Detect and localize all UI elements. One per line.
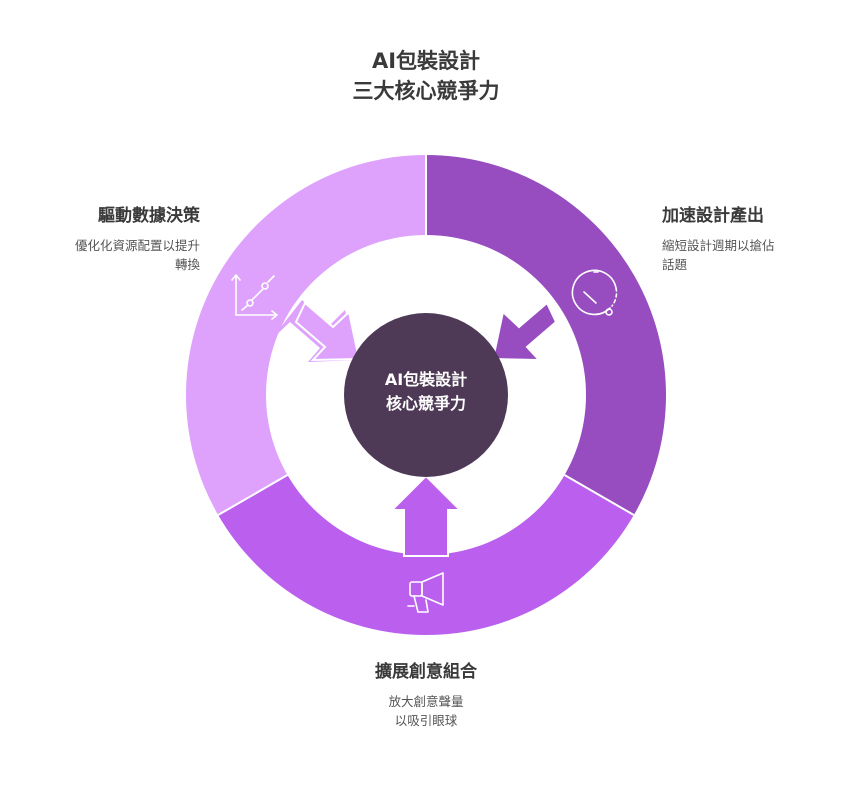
label-left: 驅動數據決策 優化化資源配置以提升 轉換 [20, 204, 200, 274]
center-line-2: 核心競爭力 [385, 394, 466, 413]
title-line-2: 三大核心競爭力 [352, 79, 500, 103]
segment-right-desc-line1: 縮短設計週期以搶佔 [662, 238, 775, 253]
segment-left [185, 155, 426, 515]
segment-right-desc-line2: 話題 [662, 257, 688, 272]
segment-left-desc-line1: 優化化資源配置以提升 [74, 238, 200, 253]
segment-bottom-desc: 放大創意聲量 以吸引眼球 [326, 692, 526, 730]
segment-right-desc: 縮短設計週期以搶佔 話題 [662, 236, 842, 274]
segment-right-title: 加速設計產出 [662, 206, 764, 226]
center-circle [344, 313, 508, 477]
segment-bottom-desc-line2: 以吸引眼球 [394, 713, 458, 728]
center-label: AI包裝設計 核心競爭力 [346, 368, 506, 416]
arrow-right [491, 301, 558, 362]
center-line-1: AI包裝設計 [384, 370, 468, 389]
title-line-1: AI包裝設計 [371, 49, 481, 73]
segment-left-desc-line2: 轉換 [174, 257, 200, 272]
clock-icon [571, 269, 618, 316]
segment-right [426, 155, 667, 515]
segment-left-desc: 優化化資源配置以提升 轉換 [20, 236, 200, 274]
chart-icon [231, 274, 278, 320]
label-right: 加速設計產出 縮短設計週期以搶佔 話題 [662, 204, 842, 274]
diagram-title: AI包裝設計 三大核心競爭力 [0, 46, 852, 106]
segment-bottom-title: 擴展創意組合 [375, 662, 477, 682]
segment-left-title: 驅動數據決策 [98, 206, 200, 226]
megaphone-icon [407, 572, 444, 613]
segment-bottom-desc-line1: 放大創意聲量 [388, 694, 464, 709]
label-bottom: 擴展創意組合 放大創意聲量 以吸引眼球 [326, 660, 526, 730]
arrow-bottom [389, 474, 463, 557]
